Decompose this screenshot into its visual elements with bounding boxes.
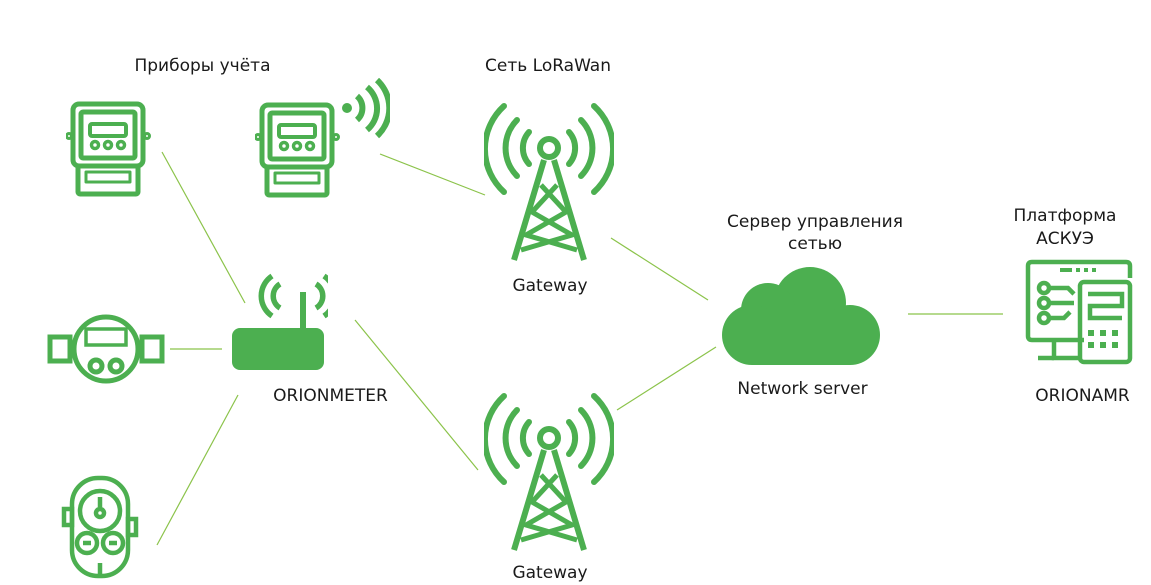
link-gateway1-server [610,237,709,301]
meters-title: Приборы учёта [134,56,271,76]
gas-meter-icon [60,475,140,584]
water-meter-icon [46,313,166,389]
hub-label: ORIONMETER [273,386,388,406]
link-wmeter-gateway [379,153,486,196]
platform-title-line1: Платформа [1013,206,1117,226]
wireless-electric-meter-icon [254,77,393,207]
server-title-line2: сетью [787,234,843,254]
link-gateway2-server [616,346,717,411]
platform-title-line2: АСКУЭ [1036,229,1094,249]
radio-tower-icon [481,100,617,269]
link-meter1-hub [161,151,246,304]
dashboard-monitor-icon [1024,258,1136,372]
link-hub-gateway2 [354,319,479,471]
server-label: Network server [737,379,868,399]
gateway-top-label: Gateway [512,276,588,296]
platform-label: ORIONAMR [1035,386,1130,406]
gateway-bottom-label: Gateway [512,563,588,583]
electric-meter-icon [65,100,152,204]
cloud-icon [720,265,882,369]
link-gas-hub [156,394,239,546]
server-title-line1: Сервер управления [727,212,903,232]
radio-tower-icon [481,390,617,559]
wireless-router-icon [228,272,338,381]
network-title: Сеть LoRaWan [485,56,611,76]
